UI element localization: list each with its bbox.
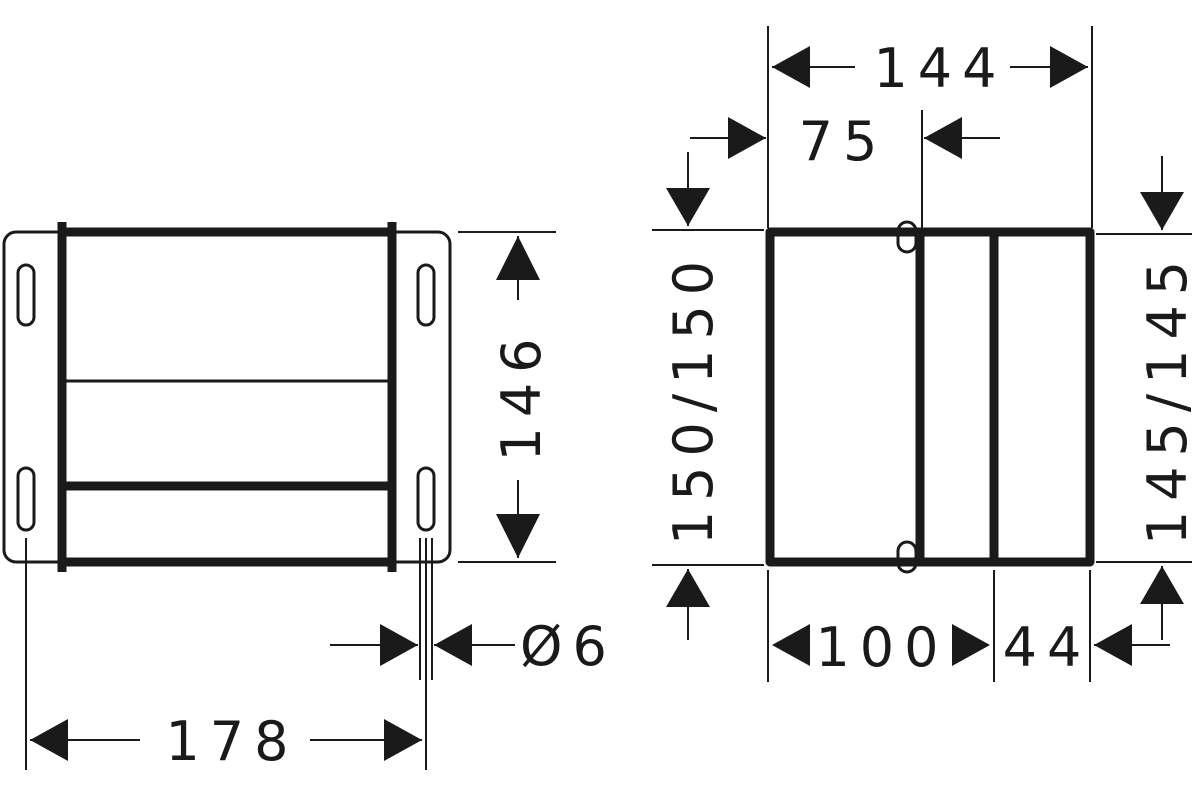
dimension-146: 146 <box>458 231 556 563</box>
left-height-label: 150/150 <box>662 251 725 545</box>
mounting-plate <box>2 230 452 564</box>
side-view <box>765 220 1095 574</box>
dimension-75: 75 <box>690 110 1000 228</box>
dimension-144: 144 <box>767 26 1093 228</box>
extension-label: 44 <box>1003 616 1092 679</box>
right-height-label: 145/145 <box>1136 251 1199 545</box>
hole-label: Ø6 <box>520 615 617 678</box>
dimension-178: 178 <box>25 538 422 773</box>
total-depth-label: 144 <box>873 37 1006 100</box>
dimension-100-44: 100 44 <box>767 570 1170 682</box>
offset-label: 75 <box>799 110 888 173</box>
frame-box <box>57 227 397 567</box>
slot-hole-top-left <box>16 263 36 327</box>
stud-bottom <box>896 540 918 574</box>
side-body <box>765 227 925 567</box>
width-label: 178 <box>165 710 298 773</box>
dimension-hole: Ø6 <box>330 538 617 770</box>
slot-hole-bottom-left <box>16 466 36 532</box>
stud-top <box>896 220 918 254</box>
dimension-145: 145/145 <box>1096 156 1199 640</box>
dimension-150: 150/150 <box>652 152 764 640</box>
height-label: 146 <box>490 328 553 461</box>
slot-hole-bottom-right <box>416 466 436 532</box>
side-middle <box>915 227 999 567</box>
side-extension <box>989 227 1095 567</box>
front-view <box>2 222 452 572</box>
slot-hole-top-right <box>416 263 436 327</box>
body-depth-label: 100 <box>815 616 948 679</box>
